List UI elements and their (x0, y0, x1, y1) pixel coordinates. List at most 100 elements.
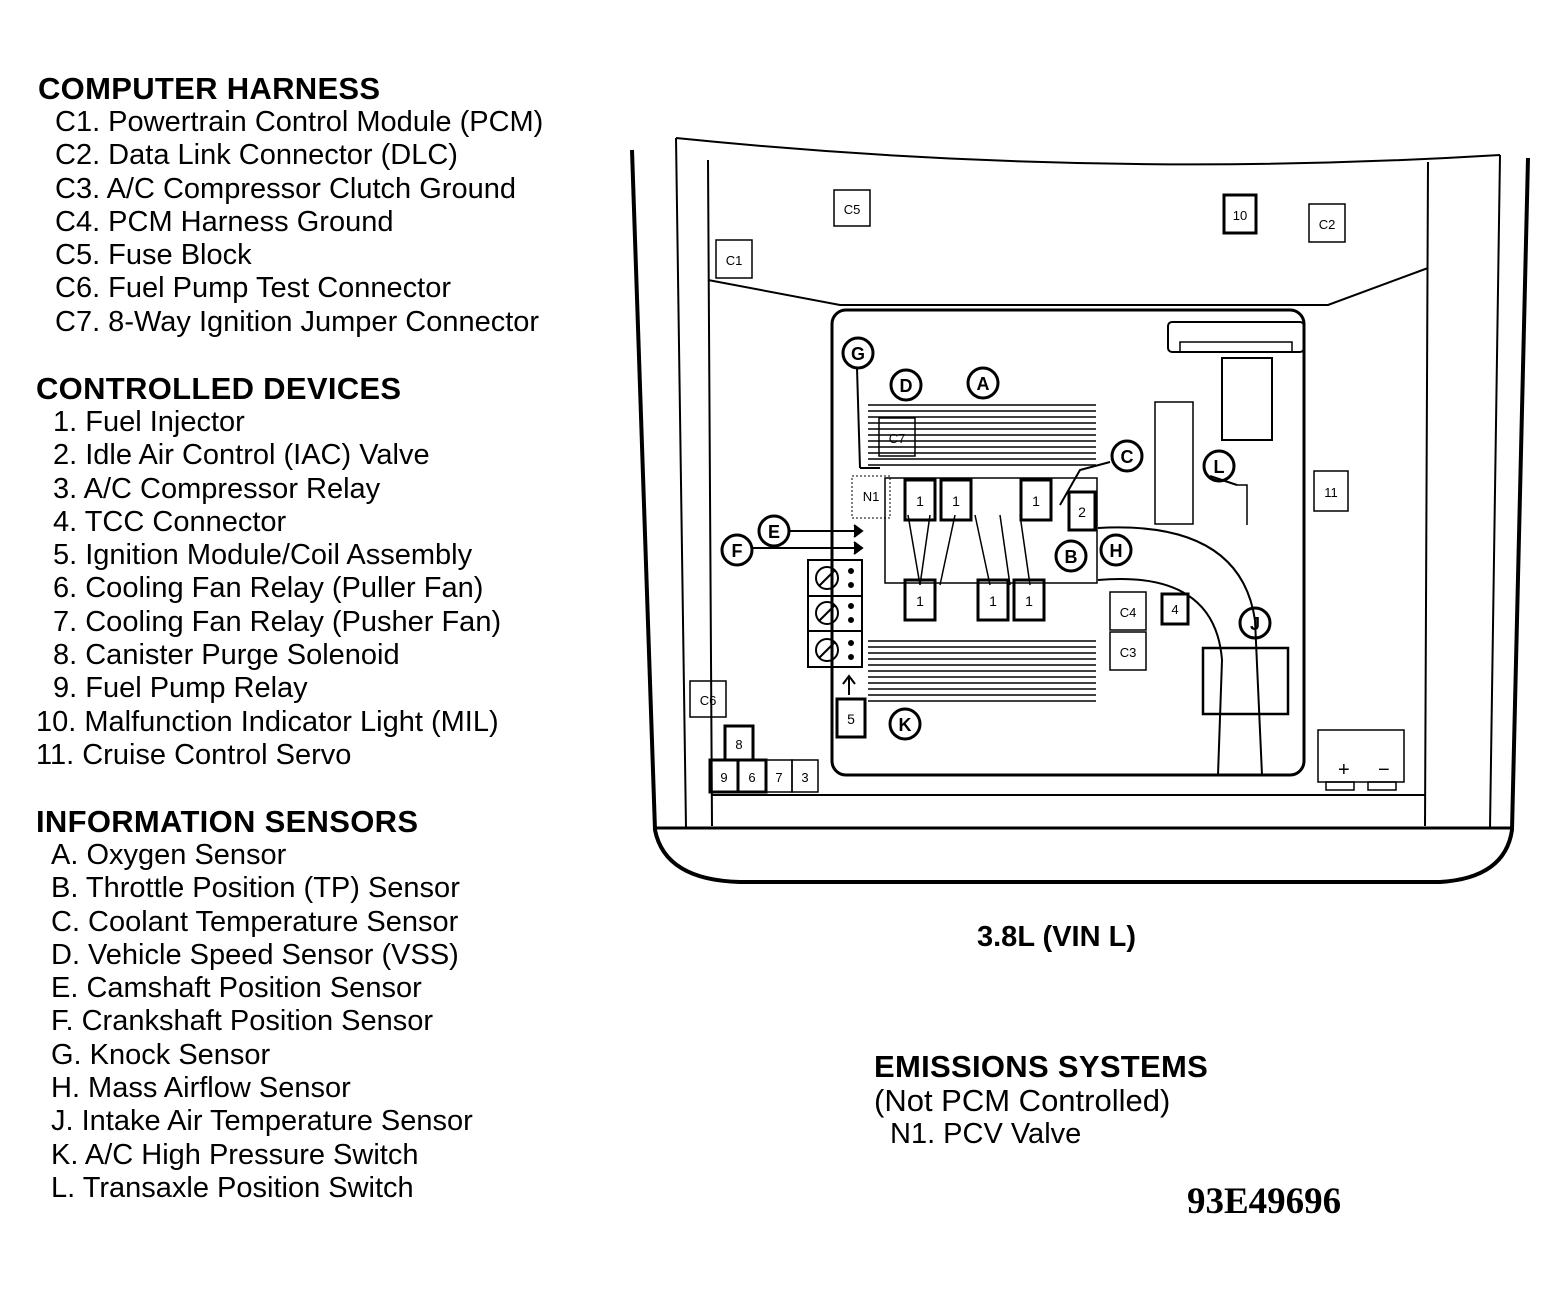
legend-item: 6. Cooling Fan Relay (Puller Fan) (53, 572, 484, 605)
legend-item: C7. 8-Way Ignition Jumper Connector (55, 305, 540, 338)
box-injector: 1 (939, 478, 973, 522)
circle-label: K (899, 715, 912, 735)
legend-item: 9. Fuel Pump Relay (53, 672, 308, 705)
box-label: 3 (801, 770, 808, 785)
section-title: COMPUTER HARNESS (38, 71, 381, 106)
box-n1: N1 (851, 475, 891, 519)
box-injector: 1 (1012, 578, 1046, 622)
legend-item: 8. Canister Purge Solenoid (53, 639, 400, 672)
circle-label: B (1065, 547, 1078, 567)
legend-item: C. Coolant Temperature Sensor (51, 905, 459, 938)
battery: + − (1317, 729, 1405, 791)
box-injector: 1 (1019, 478, 1053, 522)
box-label: 2 (1078, 504, 1086, 520)
legend-item: C5. Fuse Block (55, 239, 252, 272)
box-8: 8 (723, 724, 755, 762)
legend-item: J. Intake Air Temperature Sensor (51, 1105, 473, 1138)
box-c6: C6 (689, 680, 727, 718)
ignition-module (807, 559, 863, 668)
legend-item: 7. Cooling Fan Relay (Pusher Fan) (53, 605, 502, 638)
legend-item: C3. A/C Compressor Clutch Ground (55, 172, 516, 205)
circle-g: G (841, 336, 875, 370)
section-title: INFORMATION SENSORS (36, 804, 419, 839)
box-c4: C4 (1109, 591, 1147, 631)
box-3: 3 (791, 759, 819, 793)
box-10: 10 (1222, 193, 1258, 235)
coolant-reservoir (1167, 321, 1305, 441)
sensor-circles: G D A C L E F B H J K (720, 336, 1272, 741)
circle-label: G (851, 344, 865, 364)
box-c3: C3 (1109, 631, 1147, 671)
box-injector: 1 (903, 478, 937, 522)
computer-harness-legend: COMPUTER HARNESS C1. Powertrain Control … (38, 72, 543, 339)
box-6: 6 (736, 758, 768, 794)
pointer-lines (752, 367, 1238, 695)
legend-item: 10. Malfunction Indicator Light (MIL) (36, 705, 499, 738)
legend-item: E. Camshaft Position Sensor (51, 972, 422, 1005)
legend-item: G. Knock Sensor (51, 1038, 271, 1071)
box-label: C2 (1319, 217, 1336, 232)
information-sensors-legend: INFORMATION SENSORS A. Oxygen Sensor B. … (36, 805, 473, 1205)
box-label: C6 (700, 693, 717, 708)
box-label: C1 (726, 253, 743, 268)
circle-l: L (1202, 449, 1236, 483)
circle-label: J (1250, 614, 1260, 634)
box-label: 9 (720, 770, 727, 785)
legend-item: 3. A/C Compressor Relay (53, 472, 381, 505)
legend-item: 5. Ignition Module/Coil Assembly (53, 539, 473, 572)
legend-item: H. Mass Airflow Sensor (51, 1072, 351, 1105)
compartment-outline (630, 137, 1530, 884)
figure-id: 93E49696 (1187, 1181, 1342, 1222)
circle-k: K (888, 707, 922, 741)
box-label: C3 (1120, 645, 1137, 660)
legend-item: C1. Powertrain Control Module (PCM) (55, 106, 544, 138)
circle-label: H (1110, 541, 1123, 561)
circle-label: C (1121, 447, 1134, 467)
battery-minus: − (1378, 759, 1390, 781)
legend-item: D. Vehicle Speed Sensor (VSS) (51, 938, 459, 971)
circle-h: H (1099, 533, 1133, 567)
box-c1: C1 (715, 239, 753, 279)
intake-manifold-hatching (868, 404, 1096, 702)
box-label: 7 (775, 770, 782, 785)
circle-label: L (1214, 457, 1225, 477)
diagram-caption: 3.8L (VIN L) (977, 921, 1136, 953)
box-c2: C2 (1308, 203, 1346, 243)
section-title: EMISSIONS SYSTEMS (874, 1049, 1209, 1084)
box-injector: 1 (903, 578, 937, 622)
section-subtitle: (Not PCM Controlled) (874, 1083, 1171, 1118)
box-label: C5 (844, 202, 861, 217)
circle-c: C (1110, 439, 1144, 473)
box-label: 1 (989, 593, 997, 609)
box-label: 1 (916, 493, 924, 509)
box-label: 1 (916, 593, 924, 609)
box-9: 9 (708, 758, 740, 794)
legend-item: 4. TCC Connector (53, 505, 287, 538)
box-label: 1 (952, 493, 960, 509)
box-c5: C5 (833, 189, 871, 227)
circle-label: A (977, 374, 990, 394)
battery-plus: + (1338, 759, 1350, 781)
box-label: 5 (847, 711, 855, 727)
box-label: 1 (1025, 593, 1033, 609)
box-label: C4 (1120, 605, 1137, 620)
legend-item: 11. Cruise Control Servo (36, 738, 352, 771)
legend-item: C2. Data Link Connector (DLC) (55, 139, 458, 172)
legend-item: K. A/C High Pressure Switch (51, 1138, 419, 1171)
box-4: 4 (1160, 592, 1190, 626)
box-label: 4 (1171, 602, 1178, 617)
box-c7: C7 (878, 417, 916, 457)
circle-f: F (720, 533, 754, 567)
box-label: 6 (748, 770, 755, 785)
box-2: 2 (1067, 490, 1097, 532)
box-label: 10 (1233, 208, 1247, 223)
legend-item: F. Crankshaft Position Sensor (51, 1005, 434, 1038)
box-label: 11 (1324, 485, 1338, 500)
circle-d: D (889, 368, 923, 402)
section-title: CONTROLLED DEVICES (36, 371, 402, 406)
legend-item: C6. Fuel Pump Test Connector (55, 272, 451, 305)
emissions-systems-legend: EMISSIONS SYSTEMS (Not PCM Controlled) N… (874, 1050, 1208, 1151)
circle-label: E (768, 522, 780, 542)
component-boxes: C5 C1 10 C2 C7 N1 11 1 1 1 2 1 1 1 C4 C3… (689, 189, 1349, 794)
box-11: 11 (1313, 470, 1349, 512)
